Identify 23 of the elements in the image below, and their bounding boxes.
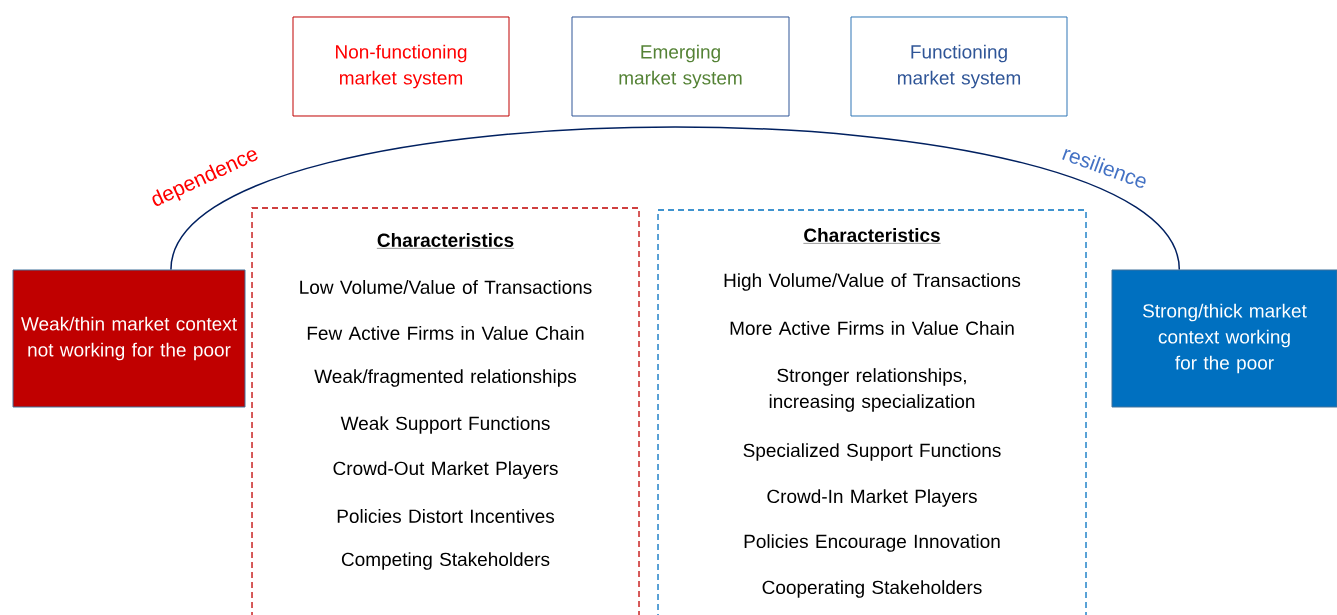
context-box: Weak/thin market context not working for the poor (12, 269, 246, 408)
list-item: Weak Support Functions (340, 416, 550, 434)
heading: Characteristics (803, 228, 941, 244)
list-item: Policies Distort Incentives (337, 509, 555, 523)
list-item: Policies Encourage Innovation (744, 534, 1000, 552)
stage-box: Functioning market system (850, 16, 1068, 117)
list-item: Weak/fragmented relationships (314, 369, 577, 387)
characteristics-panel (251, 207, 640, 615)
context-box: Strong/thick market context working for the poor (1111, 269, 1337, 408)
list-item: More Active Firms in Value Chain (730, 321, 1014, 335)
list-item: Few Active Firms in Value Chain (307, 326, 584, 340)
list-item: Crowd-In Market Players (767, 489, 977, 507)
list-item: Competing Stakeholders (341, 552, 550, 570)
list-item: High Volume/Value of Transactions (724, 273, 1021, 291)
list-item: Stronger relationships, increasing specialization (769, 368, 975, 412)
list-item: Cooperating Stakeholders (762, 580, 982, 598)
list-item: Low Volume/Value of Transactions (300, 280, 592, 294)
stage-box: Non-functioning market system (292, 16, 510, 117)
heading: Characteristics (376, 233, 515, 249)
stage-box: Emerging market system (571, 16, 790, 117)
list-item: Crowd-Out Market Players (333, 461, 558, 479)
list-item: Specialized Support Functions (743, 443, 1001, 461)
characteristics-panel (657, 209, 1087, 615)
